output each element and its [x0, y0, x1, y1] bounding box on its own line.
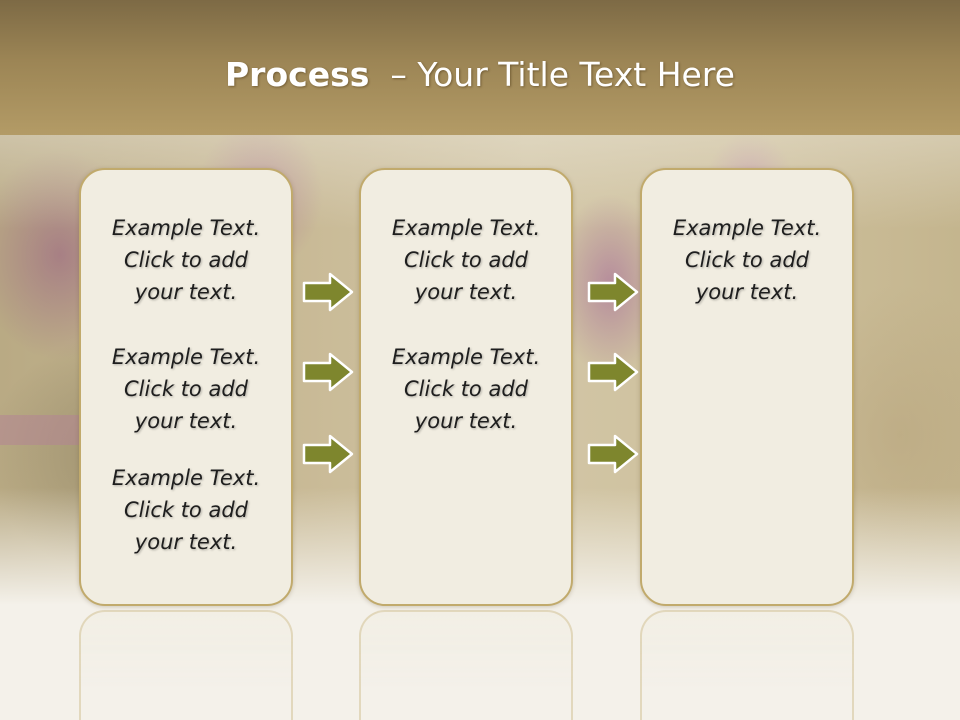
text-item[interactable]: Example Text. Click to add your text. [111, 216, 261, 304]
text-item[interactable]: Example Text. Click to add your text. [391, 345, 541, 433]
right-arrow-icon [587, 272, 639, 312]
slide-title[interactable]: Process – Your Title Text Here [0, 50, 960, 100]
box-reflection [640, 610, 854, 720]
text-item[interactable]: Example Text. Click to add your text. [111, 345, 261, 433]
process-box-1[interactable]: Example Text. Click to add your text. Ex… [79, 168, 293, 606]
title-rest: – Your Title Text Here [390, 55, 735, 94]
text-item[interactable]: Example Text. Click to add your text. [391, 216, 541, 304]
process-box-3[interactable]: Example Text. Click to add your text. [640, 168, 854, 606]
title-bold: Process [225, 55, 370, 94]
process-box-2[interactable]: Example Text. Click to add your text. Ex… [359, 168, 573, 606]
box-reflection [79, 610, 293, 720]
right-arrow-icon [302, 434, 354, 474]
title-bar [0, 0, 960, 135]
box-reflection [359, 610, 573, 720]
right-arrow-icon [302, 272, 354, 312]
text-item[interactable]: Example Text. Click to add your text. [672, 216, 822, 304]
right-arrow-icon [587, 352, 639, 392]
text-item[interactable]: Example Text. Click to add your text. [111, 466, 261, 554]
right-arrow-icon [587, 434, 639, 474]
right-arrow-icon [302, 352, 354, 392]
